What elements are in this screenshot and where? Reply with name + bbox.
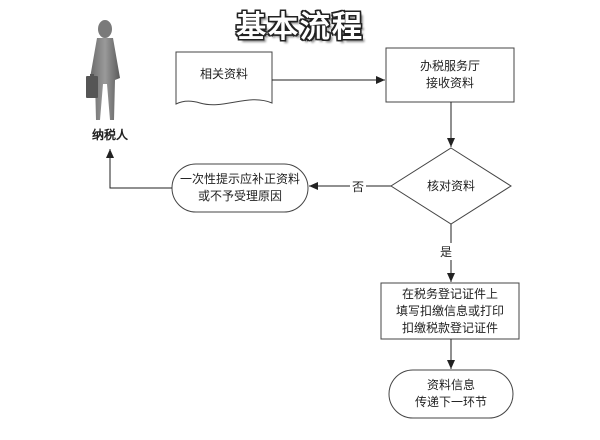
edge-notify-to-taxpayer bbox=[106, 149, 172, 189]
related-docs-node bbox=[175, 51, 273, 106]
fill-cert-label: 在税务登记证件上 填写扣缴信息或打印 扣缴税款登记证件 bbox=[395, 287, 504, 335]
edge-label-no: 否 bbox=[350, 178, 367, 195]
fill-cert-node bbox=[380, 282, 520, 340]
edge-label-yes: 是 bbox=[438, 243, 455, 260]
tax-hall-label: 办税服务厅 接收资料 bbox=[419, 59, 480, 90]
taxpayer-label: 纳税人 bbox=[91, 128, 128, 142]
page-title: 基本流程 bbox=[236, 10, 364, 45]
taxpayer-figure-icon bbox=[86, 20, 120, 120]
related-docs-label: 相关资料 bbox=[199, 67, 248, 81]
pass-on-node bbox=[388, 369, 514, 419]
check-docs-label: 核对资料 bbox=[426, 179, 475, 193]
tax-hall-node bbox=[385, 47, 515, 103]
pass-on-label: 资料信息 传递下一环节 bbox=[414, 378, 487, 409]
notify-label: 一次性提示应补正资料 或不予受理原因 bbox=[179, 172, 300, 203]
